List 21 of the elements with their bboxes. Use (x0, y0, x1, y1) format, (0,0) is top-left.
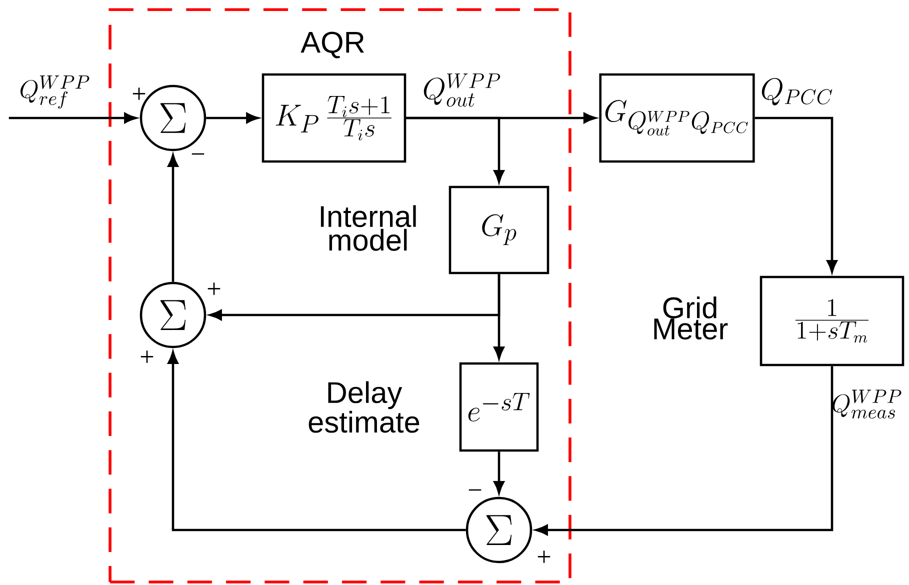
transfer-function-block: $e^{-sT}$ (459, 362, 539, 452)
sign-label: + (538, 550, 550, 563)
transfer-function-block: $K_P\,\frac{T_i s+1}{T_i s}$ (262, 73, 406, 163)
sign-label: + (140, 350, 154, 363)
signal-label: $Q_{PCC}$ (762, 78, 832, 106)
summing-junction: $\Sigma$ (466, 496, 532, 564)
signal-label: $Q_{out}^{WPP}$ (424, 74, 500, 107)
signal-label: $Q_{ref}^{WPP}$ (20, 75, 90, 109)
signal-label: $Q_{meas}^{WPP}$ (832, 390, 902, 419)
block-caption: Grid Meter (654, 296, 728, 340)
dashed-region (108, 8, 572, 584)
transfer-function-block: $G_{Q_{out}^{WPP} Q_{PCC}}$ (599, 73, 755, 163)
block-caption: Internal model (320, 205, 416, 251)
block-caption: Delay estimate (308, 381, 420, 433)
sign-label: − (192, 153, 204, 155)
sign-label: + (208, 282, 220, 295)
sign-label: − (468, 489, 482, 491)
transfer-function-block: $G_p$ (448, 186, 550, 274)
block-caption: AQR (300, 32, 364, 58)
summing-junction: $\Sigma$ (140, 282, 206, 348)
transfer-function-block: $\frac{1}{1+sT_m}$ (760, 276, 904, 366)
